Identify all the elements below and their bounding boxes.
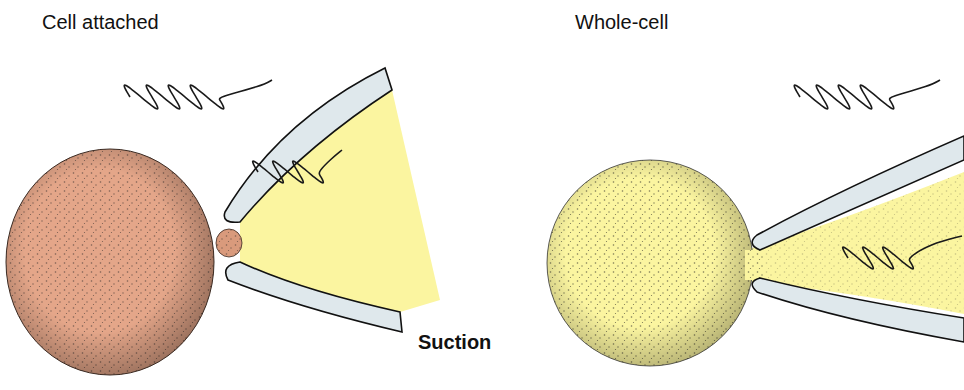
neck-stipple [745,250,765,280]
pipette-wall [752,136,964,250]
panel-title: Whole-cell [575,10,668,34]
electrode-wires [124,80,962,269]
pipette-wall [752,278,964,342]
electrode-wire [794,80,940,109]
cell-outline [547,160,753,366]
electrode-wire [124,80,272,109]
membrane-bleb [216,229,242,257]
cell-stipple [547,160,753,366]
pipette-wall [224,68,392,222]
bleb-stipple [216,229,242,257]
panel-title: Cell attached [42,10,159,34]
cell-stipple [6,149,214,375]
cell-attached-figure [6,68,440,375]
open-neck [745,250,765,280]
cell-outline [6,149,214,375]
cell [6,149,214,375]
electrode-wire [253,150,342,183]
electrode-wire [843,236,962,269]
whole-cell-figure [547,136,964,366]
action-label: Suction [418,330,491,354]
pipette-wall [226,262,402,332]
cell [547,160,753,366]
